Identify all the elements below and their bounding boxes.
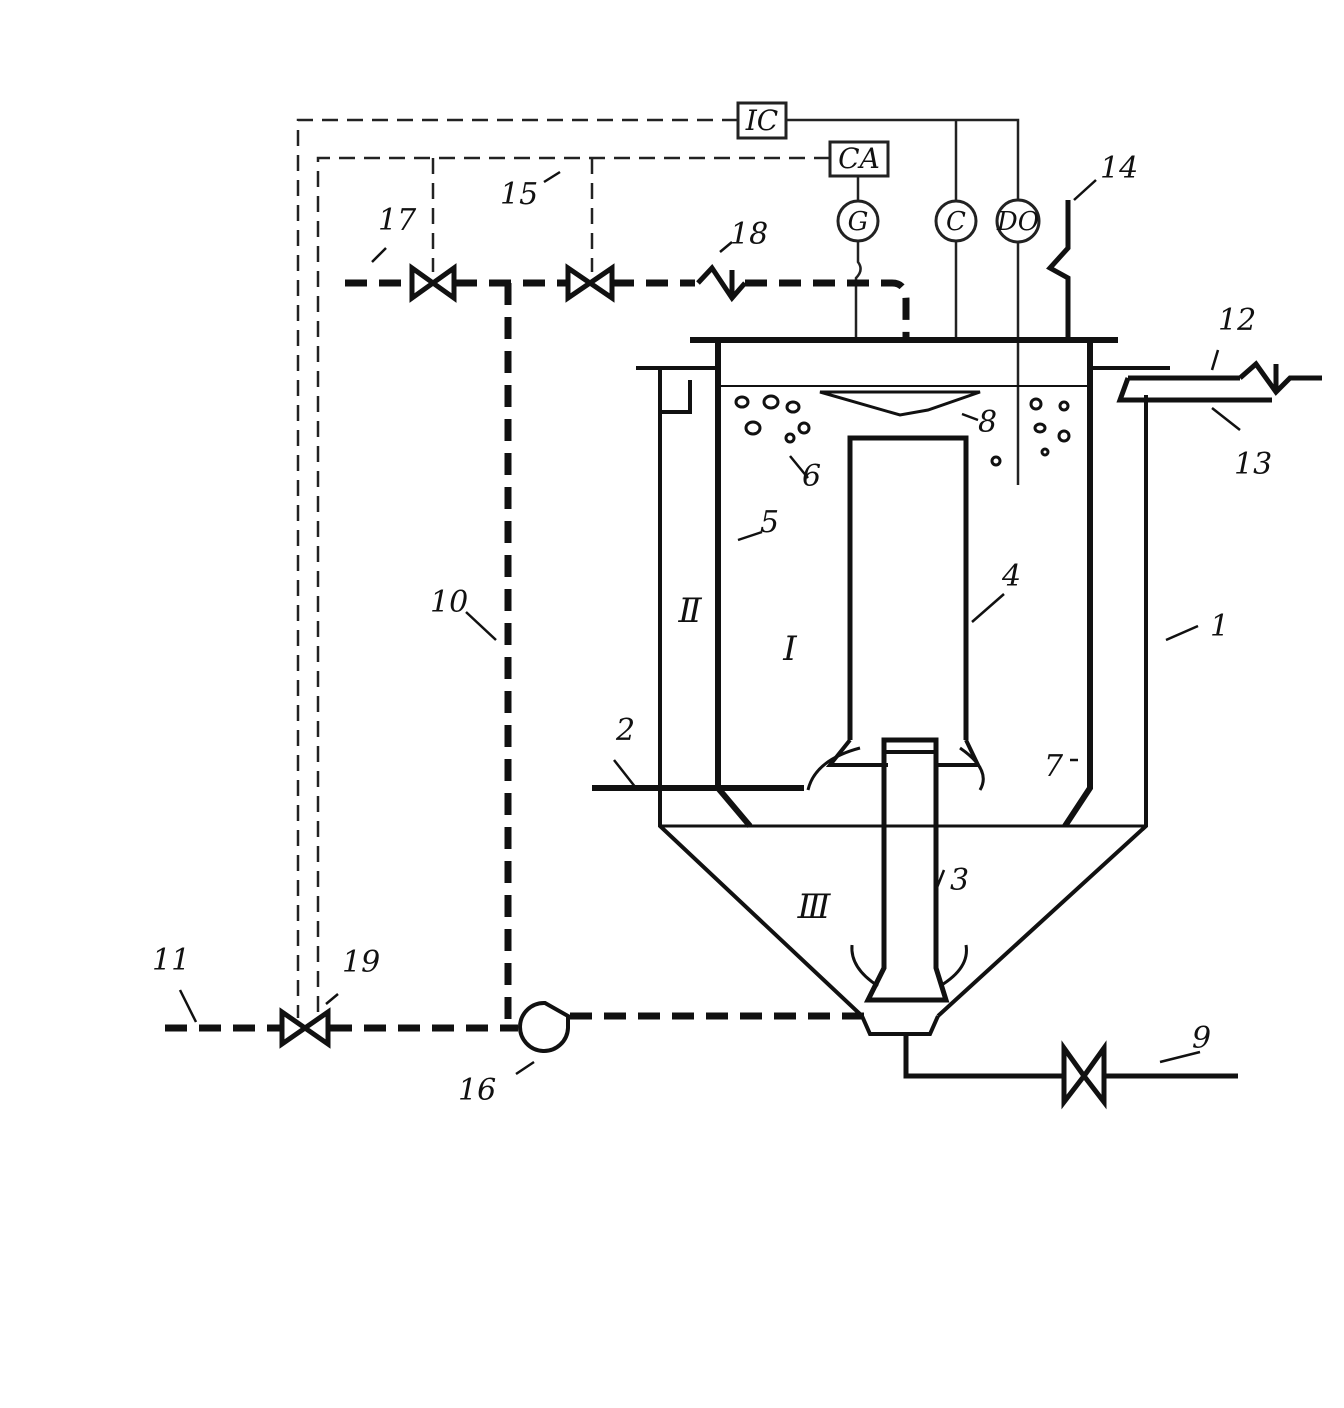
label-18: 18	[730, 217, 768, 252]
flow-arrow-right	[959, 746, 985, 791]
label-17: 17	[378, 203, 417, 238]
check-valve-12	[1238, 360, 1322, 396]
ic-controller: IC	[736, 101, 788, 140]
reactor-vessel	[636, 337, 1170, 1036]
do-sensor: DO	[995, 198, 1041, 244]
control-signal-lines	[296, 118, 830, 1018]
label-16: 16	[458, 1073, 496, 1108]
label-19: 19	[342, 945, 380, 980]
label-6: 6	[802, 459, 821, 494]
label-11: 11	[152, 943, 190, 978]
ca-controller: CA	[828, 140, 890, 178]
outer-shell-right-side	[936, 395, 1148, 1018]
flow-arrow-left	[806, 746, 861, 791]
check-valve-18	[696, 263, 747, 303]
label-9: 9	[1192, 1021, 1211, 1056]
effluent-pipes	[1116, 360, 1322, 403]
do-label: DO	[996, 207, 1039, 237]
g-sensor: G	[836, 199, 880, 243]
ca-signal-line	[316, 156, 830, 1018]
c-sensor: C	[934, 199, 978, 243]
ca-label: CA	[838, 142, 880, 175]
leader-lines	[178, 170, 1241, 1076]
flow-arrow-bottom-right	[939, 944, 968, 988]
valve-9	[1061, 1040, 1107, 1110]
label-15: 15	[500, 177, 538, 212]
vent-pipe-14	[1046, 200, 1071, 340]
label-5: 5	[760, 505, 779, 540]
g-label: G	[848, 207, 869, 237]
c-label: C	[946, 207, 966, 237]
gas-pipelines	[165, 279, 910, 1032]
ic-to-c-do-wire	[786, 118, 1020, 200]
label-1: 1	[1210, 609, 1229, 644]
zone-2-label: Ⅱ	[677, 591, 702, 631]
bottom-outlet	[860, 1015, 940, 1036]
label-8: 8	[978, 405, 997, 440]
inner-cylinder-left-wall	[715, 340, 753, 828]
flow-arrow-bottom-left	[850, 944, 879, 988]
valve-19	[279, 1007, 331, 1049]
valve-17	[409, 263, 457, 303]
label-4: 4	[1001, 559, 1021, 594]
ic-label: IC	[745, 104, 778, 137]
label-3: 3	[950, 863, 969, 898]
label-7: 7	[1044, 749, 1064, 784]
label-14: 14	[1100, 151, 1138, 186]
g-probe-line	[854, 242, 862, 340]
left-weir	[660, 380, 692, 414]
zone-1-label: Ⅰ	[782, 629, 797, 669]
riser-3	[863, 737, 950, 1003]
inner-cylinder-right-wall	[1062, 340, 1093, 828]
label-12: 12	[1218, 303, 1256, 338]
sludge-outlet-9	[903, 1034, 1238, 1079]
draft-tube-4	[847, 435, 969, 740]
label-13: 13	[1234, 447, 1272, 482]
gas-control-valve	[565, 263, 615, 303]
label-2: 2	[615, 713, 635, 748]
gas-separator-8	[819, 390, 981, 417]
effluent-pipe-13	[1116, 377, 1272, 403]
gas-bubbles	[734, 394, 1071, 467]
ic-signal-line	[296, 118, 738, 1018]
pump-16	[518, 1000, 570, 1053]
zone-3-label: Ⅲ	[797, 887, 832, 927]
label-10: 10	[430, 585, 468, 620]
gas-line-top-bend	[745, 279, 910, 340]
outer-shell-left-wall	[658, 368, 864, 1018]
instrument-wiring	[786, 118, 1020, 485]
